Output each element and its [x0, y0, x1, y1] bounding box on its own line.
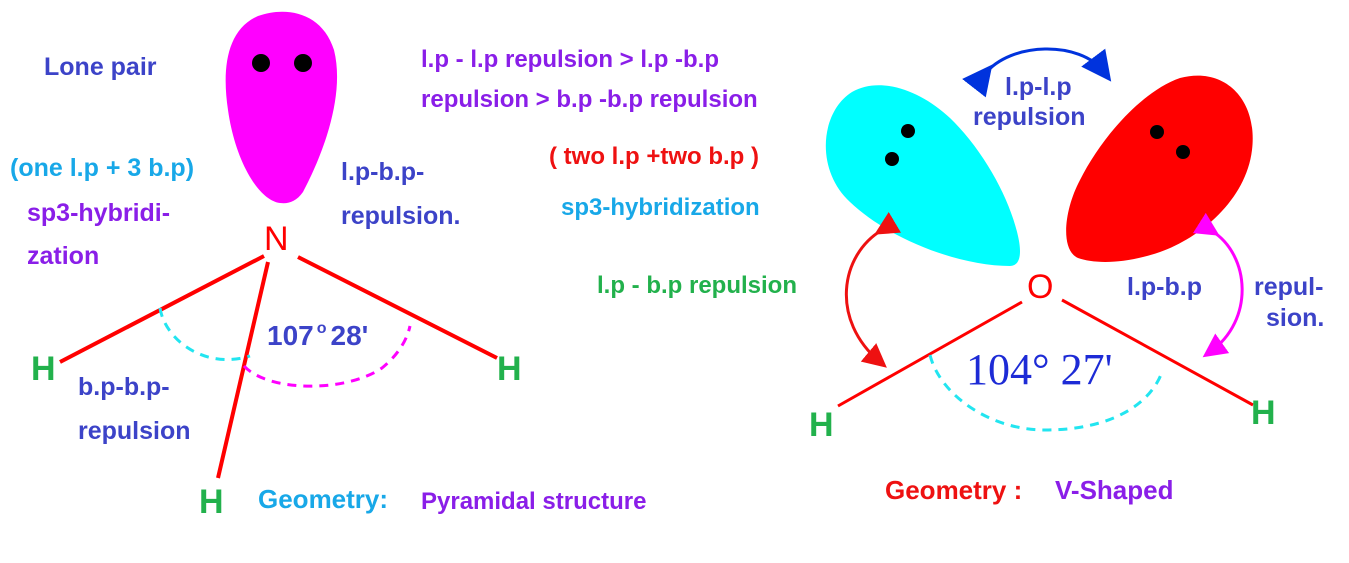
h2o-bond-right: [1061, 298, 1254, 407]
nh3-hybridization-line1: sp3-hybridi-: [27, 199, 171, 227]
nh3-hybridization-line2: zation: [27, 242, 100, 270]
h2o-repulsion-line1: repul-: [1254, 273, 1324, 301]
nh3-geometry-value: Pyramidal structure: [421, 488, 647, 515]
nh3-composition: (one l.p + 3 b.p): [10, 154, 195, 182]
h2o-lone-pair-lobe-red: [1066, 75, 1253, 262]
nh3-hydrogen-bottom: H: [199, 483, 224, 521]
h2o-lp-lp-line2: repulsion: [973, 103, 1086, 131]
h2o-lp-bp-right: l.p-b.p: [1127, 273, 1202, 301]
h2o-hybridization: sp3-hybridization: [561, 194, 760, 221]
nh3-lp-bp-line1: l.p-b.p-: [341, 158, 425, 186]
repulsion-order-line2: repulsion > b.p -b.p repulsion: [421, 86, 758, 113]
nh3-lone-pair-lobe: [225, 11, 338, 204]
lp-bp-repulsion-arrow-left: [845, 212, 902, 368]
h2o-lp-bp-left: l.p - b.p repulsion: [597, 272, 797, 299]
h2o-bond-left: [837, 300, 1023, 408]
h2o-geometry-label: Geometry :: [885, 475, 1023, 505]
h2o-composition: ( two l.p +two b.p ): [549, 143, 759, 170]
h2o-electron-dot: [885, 152, 899, 166]
h2o-lp-lp-line1: l.p-l.p: [1005, 73, 1072, 101]
oxygen-atom: O: [1027, 268, 1054, 306]
h2o-electron-dot: [901, 124, 915, 138]
h2o-angle-arc: [928, 354, 1164, 432]
nh3-angle-arc-cyan: [158, 307, 251, 362]
nh3-bond-left: [59, 254, 265, 364]
nh3-angle-minutes: 28': [330, 320, 369, 351]
nh3-angle-degrees: 107: [267, 320, 314, 351]
nh3-electron-dot: [252, 54, 270, 72]
nitrogen-atom: N: [264, 220, 289, 258]
h2o-repulsion-line2: sion.: [1266, 304, 1325, 332]
h2o-bond-angle: 104° 27': [966, 345, 1113, 394]
nh3-bond-right: [297, 255, 498, 360]
nh3-geometry-label: Geometry:: [258, 484, 389, 514]
h2o-electron-dot: [1176, 145, 1190, 159]
lp-bp-repulsion-arrow-right: [1192, 212, 1244, 358]
nh3-electron-dot: [294, 54, 312, 72]
nh3-lp-bp-line2: repulsion.: [341, 202, 461, 230]
nh3-bp-bp-line2: repulsion: [78, 417, 191, 445]
h2o-hydrogen-left: H: [809, 406, 834, 444]
h2o-hydrogen-right: H: [1251, 394, 1276, 432]
nh3-angle-arc-magenta: [242, 325, 412, 388]
lp-lp-repulsion-arrow: [962, 47, 1112, 98]
h2o-geometry-value: V-Shaped: [1055, 475, 1174, 505]
degree-symbol: o: [316, 320, 327, 337]
nh3-hydrogen-right: H: [497, 350, 522, 388]
nh3-hydrogen-left: H: [31, 350, 56, 388]
nh3-bond-bottom: [216, 261, 270, 479]
nh3-bp-bp-line1: b.p-b.p-: [78, 373, 170, 401]
h2o-electron-dot: [1150, 125, 1164, 139]
lone-pair-label: Lone pair: [44, 53, 157, 81]
repulsion-order-line1: l.p - l.p repulsion > l.p -b.p: [421, 46, 719, 73]
